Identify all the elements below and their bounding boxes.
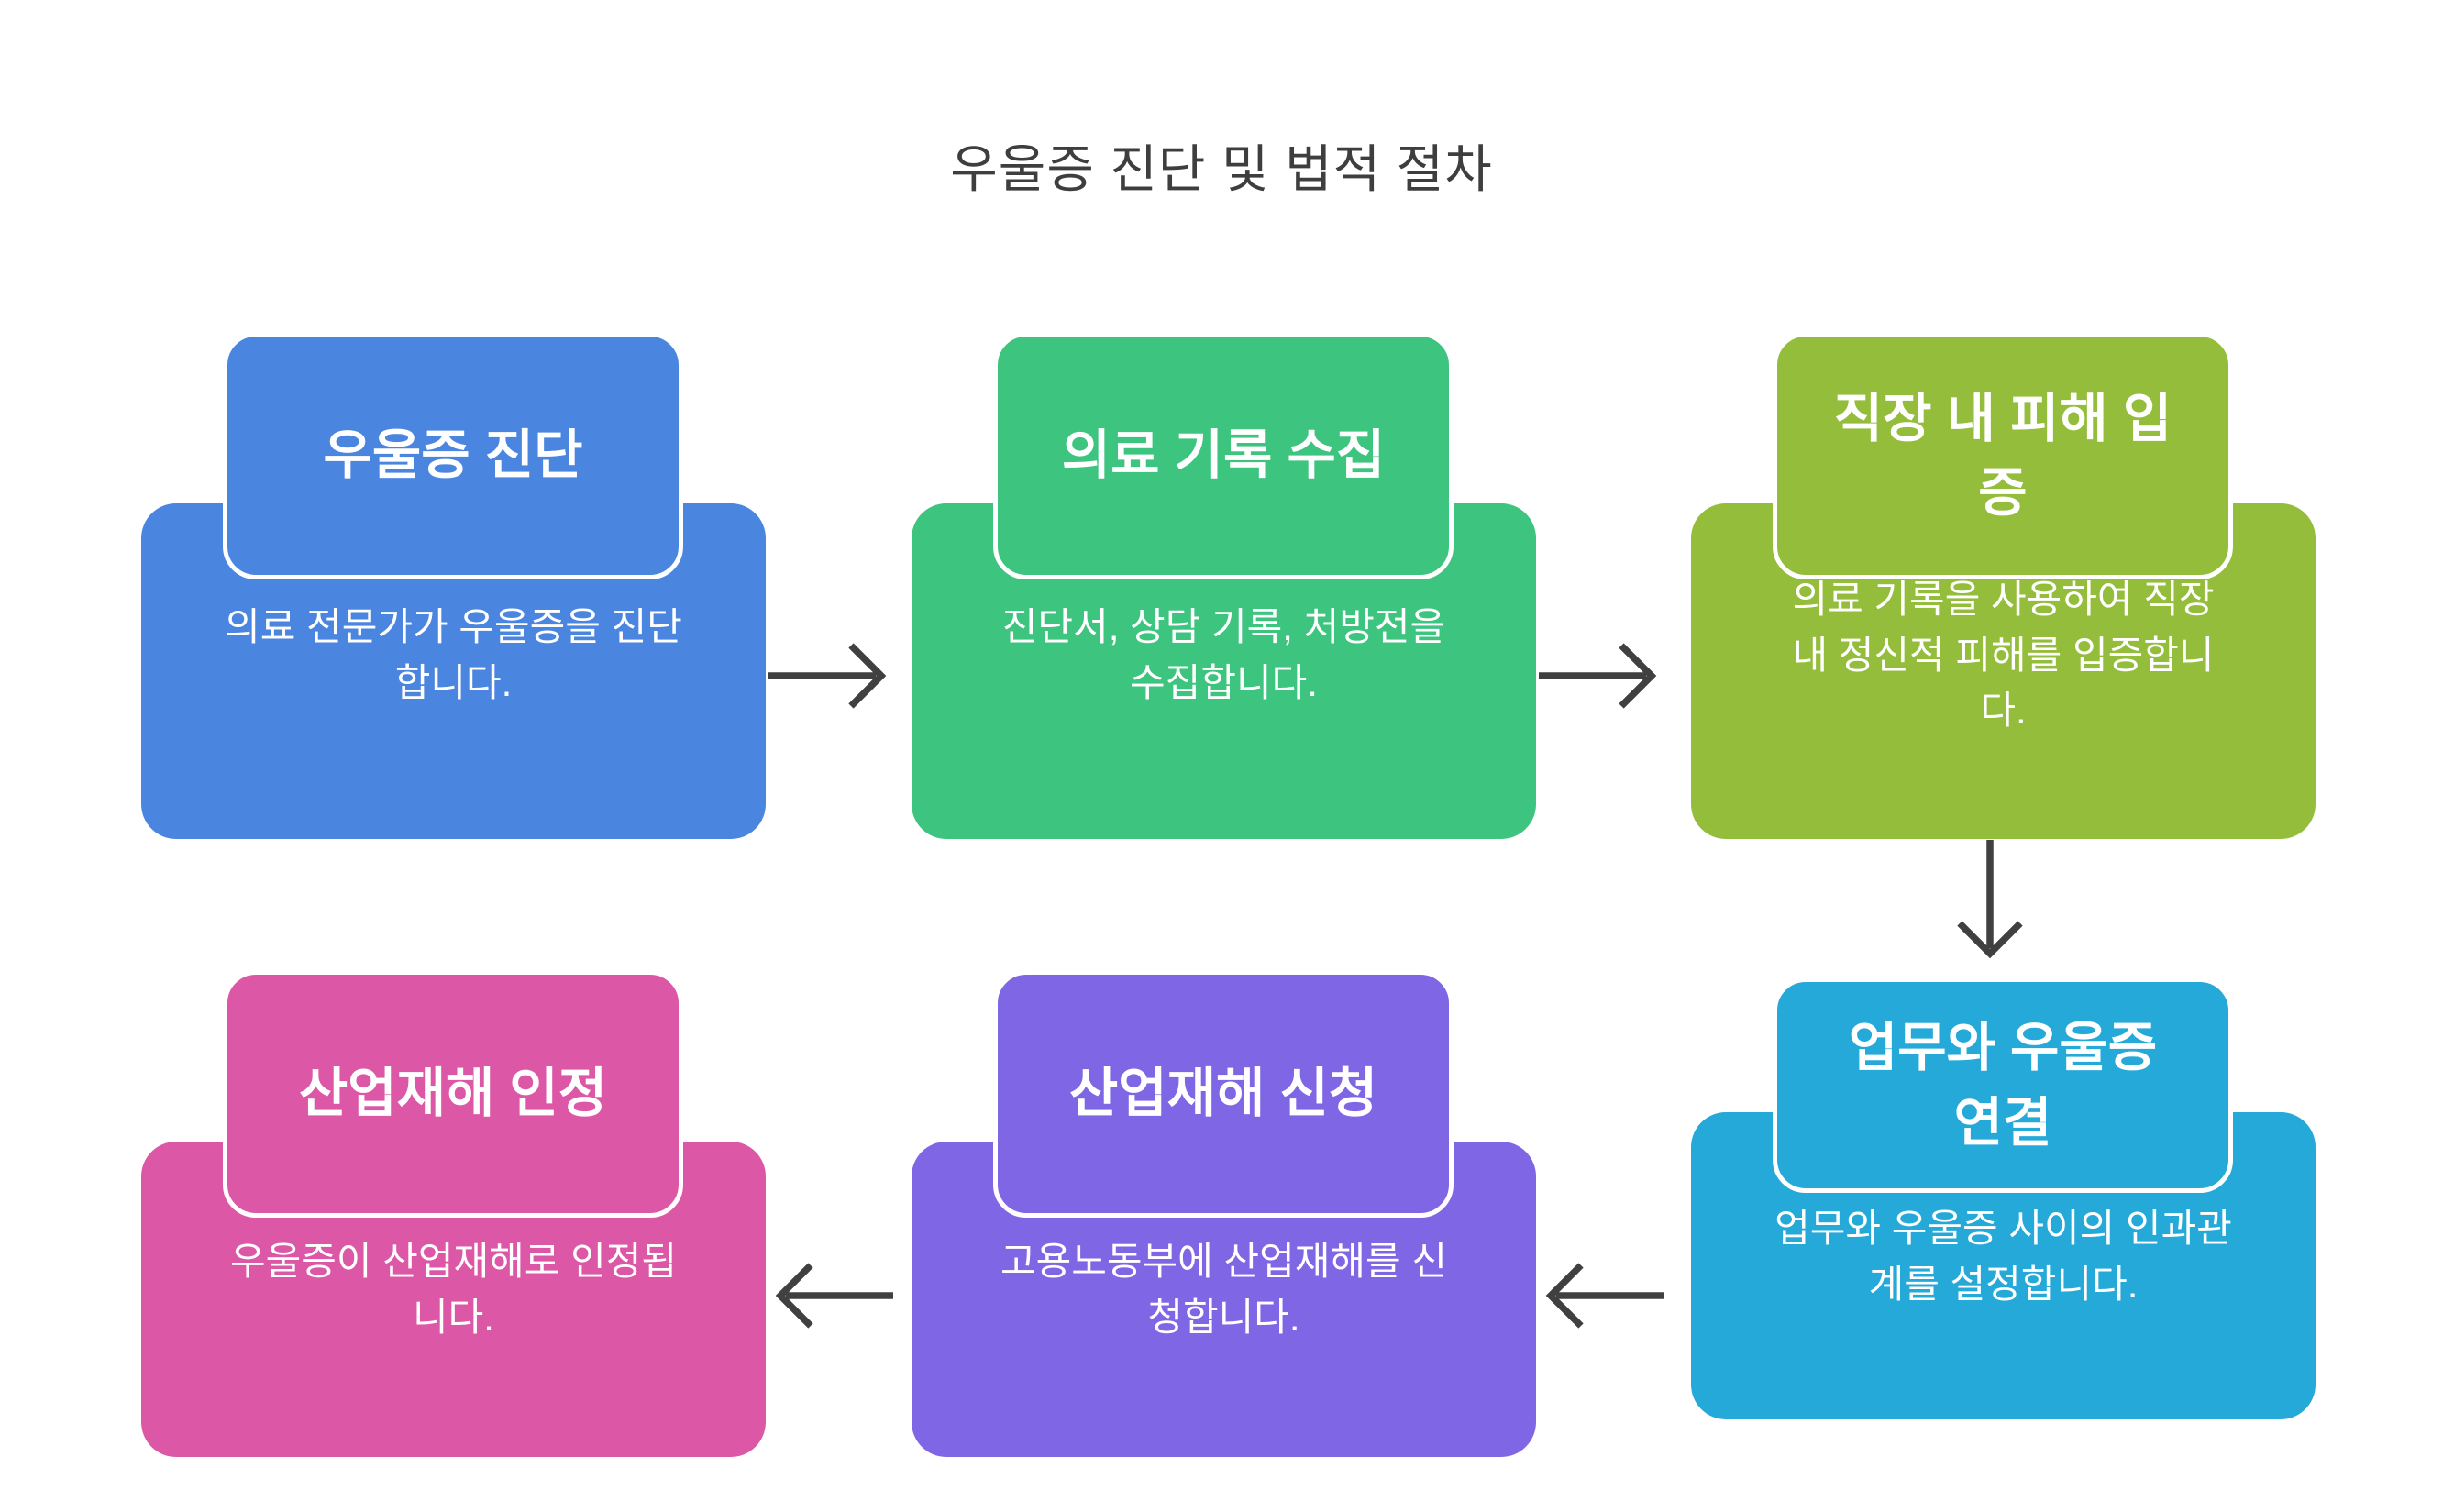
arrow-down-proof-to-link (1957, 840, 2023, 959)
card-medical-records: 진단서, 상담 기록, 처방전을 수집합니다. 의료 기록 수집 (912, 332, 1536, 839)
card-industrial-accident-recognition: 우울증이 산업재해로 인정됩 니다. 산업재해 인정 (141, 970, 766, 1457)
card-diagnosis-header-tab: 우울증 진단 (223, 332, 683, 579)
card-workplace-harm-proof-description: 의료 기록을 사용하여 직장 내 정신적 피해를 입증합니 다. (1792, 577, 2215, 733)
arrow-left-application-to-recognition (775, 1263, 893, 1329)
card-industrial-accident-application-header-tab: 산업재해 신청 (993, 970, 1454, 1218)
card-industrial-accident-application: 고용노동부에 산업재해를 신 청합니다. 산업재해 신청 (912, 970, 1536, 1457)
card-work-depression-link-title: 업무와 우울증 연결 (1848, 1018, 2158, 1153)
card-workplace-harm-proof-header-tab: 직장 내 피해 입 증 (1773, 332, 2233, 579)
card-workplace-harm-proof-title: 직장 내 피해 입 증 (1833, 388, 2172, 523)
card-medical-records-title: 의료 기록 수집 (1061, 425, 1386, 486)
card-work-depression-link-description: 업무와 우울증 사이의 인과관 계를 설정합니다. (1774, 1206, 2232, 1306)
card-industrial-accident-recognition-title: 산업재해 인정 (298, 1064, 608, 1124)
card-industrial-accident-recognition-header-tab: 산업재해 인정 (223, 970, 683, 1218)
card-medical-records-description: 진단서, 상담 기록, 처방전을 수집합니다. (1001, 605, 1446, 704)
card-diagnosis-title: 우울증 진단 (323, 425, 583, 486)
card-diagnosis-description: 의료 전문가가 우울증을 진단 합니다. (225, 605, 682, 704)
card-workplace-harm-proof: 의료 기록을 사용하여 직장 내 정신적 피해를 입증합니 다. 직장 내 피해… (1691, 332, 2316, 839)
arrow-right-records-to-proof (1539, 643, 1657, 709)
card-diagnosis: 의료 전문가가 우울증을 진단 합니다. 우울증 진단 (141, 332, 766, 839)
diagram-title: 우울증 진단 및 법적 절차 (950, 140, 1493, 198)
card-industrial-accident-recognition-description: 우울증이 산업재해로 인정됩 니다. (229, 1240, 678, 1339)
card-medical-records-header-tab: 의료 기록 수집 (993, 332, 1454, 579)
card-work-depression-link-header-tab: 업무와 우울증 연결 (1773, 977, 2233, 1193)
arrow-right-diagnosis-to-records (768, 643, 887, 709)
card-work-depression-link: 업무와 우울증 사이의 인과관 계를 설정합니다. 업무와 우울증 연결 (1691, 977, 2316, 1419)
card-industrial-accident-application-title: 산업재해 신청 (1068, 1064, 1378, 1124)
arrow-left-link-to-application (1545, 1263, 1664, 1329)
card-industrial-accident-application-description: 고용노동부에 산업재해를 신 청합니다. (1000, 1240, 1448, 1339)
